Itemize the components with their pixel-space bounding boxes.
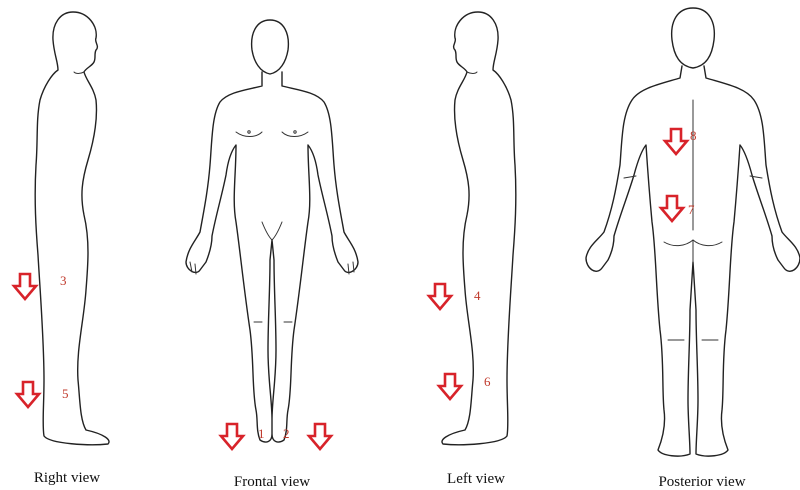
down-arrow-icon-2: [309, 424, 331, 449]
marker-label-2: 2: [283, 426, 290, 441]
down-arrow-icon-6: [439, 374, 461, 399]
down-arrow-icon-4: [429, 284, 451, 309]
down-arrow-icon-7: [661, 196, 683, 221]
marker-label-3: 3: [60, 273, 67, 288]
caption-posterior-view: Posterior view: [658, 474, 745, 490]
frontal-view-figure: [186, 20, 358, 442]
down-arrow-icon-3: [14, 274, 36, 299]
caption-right-view: Right view: [34, 470, 100, 486]
marker-label-8: 8: [690, 128, 697, 143]
right-view-figure: [35, 12, 109, 445]
down-arrow-icon-1: [221, 424, 243, 449]
marker-label-4: 4: [474, 288, 481, 303]
marker-label-1: 1: [258, 426, 265, 441]
marker-arrows: [14, 129, 687, 449]
posterior-view-figure: [586, 8, 800, 456]
caption-frontal-view: Frontal view: [234, 474, 310, 490]
down-arrow-icon-8: [665, 129, 687, 154]
down-arrow-icon-5: [17, 382, 39, 407]
marker-label-6: 6: [484, 374, 491, 389]
marker-label-7: 7: [688, 202, 695, 217]
caption-left-view: Left view: [447, 471, 505, 487]
marker-label-5: 5: [62, 386, 69, 401]
